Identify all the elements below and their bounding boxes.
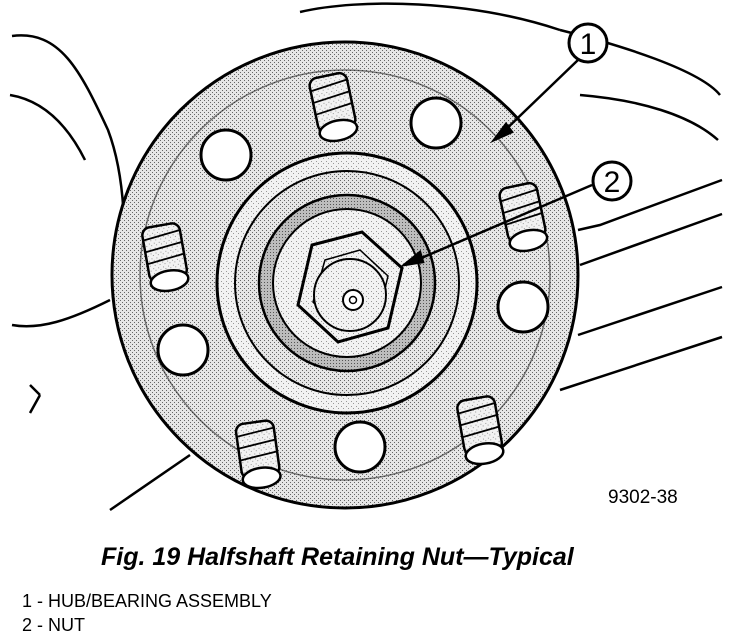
wheel-stud — [456, 395, 505, 466]
figure-caption: Fig. 19 Halfshaft Retaining Nut—Typical — [101, 543, 574, 571]
hub-bearing-diagram: 1 2 9302-38 — [9, 2, 723, 512]
callout-2-number: 2 — [604, 166, 621, 199]
retaining-nut — [296, 230, 404, 344]
callout-1: 1 — [567, 22, 609, 64]
legend-item: 2 - NUT — [22, 615, 85, 635]
flange-hole — [409, 96, 463, 150]
wheel-stud — [498, 181, 549, 253]
callout-leaders — [399, 59, 593, 267]
flange-hole — [333, 420, 387, 474]
flange-hole — [496, 280, 550, 334]
figure-code: 9302-38 — [608, 487, 678, 508]
callout-1-number: 1 — [580, 28, 597, 61]
flange-holes — [156, 96, 550, 474]
wheel-studs — [141, 71, 549, 490]
flange-hole — [156, 323, 210, 377]
wheel-stud — [308, 71, 359, 143]
flange-hole — [199, 128, 253, 182]
legend-item: 1 - HUB/BEARING ASSEMBLY — [22, 591, 272, 611]
callout-2: 2 — [591, 160, 633, 202]
wheel-stud — [234, 419, 282, 490]
callout-legend: 1 - HUB/BEARING ASSEMBLY 2 - NUT — [22, 589, 272, 637]
wheel-stud — [141, 222, 190, 293]
